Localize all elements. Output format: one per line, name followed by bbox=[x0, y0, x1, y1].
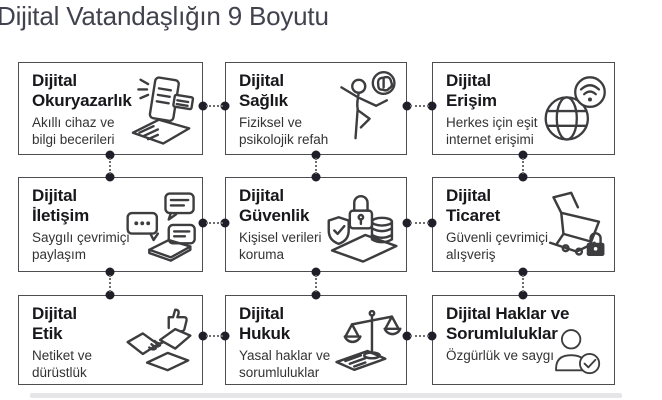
card-text: Dijital Erişim Herkes için eşit internet… bbox=[446, 71, 538, 148]
card-title: Dijital Sağlık bbox=[239, 71, 288, 110]
card-dijital-guvenlik: Dijital Güvenlik Kişisel verileri koruma bbox=[225, 177, 407, 272]
connector-dot bbox=[427, 331, 437, 341]
card-text: Dijital Okuryazarlık Akıllı cihaz ve bil… bbox=[32, 71, 132, 148]
card-dijital-okuryazarlik: Dijital Okuryazarlık Akıllı cihaz ve bil… bbox=[18, 62, 203, 155]
connector-dot bbox=[427, 101, 437, 111]
card-text: Dijital Güvenlik Kişisel verileri koruma bbox=[239, 186, 322, 263]
connector-line-h bbox=[410, 105, 429, 107]
shopping-cart-lock-icon bbox=[528, 184, 610, 266]
bottom-divider bbox=[30, 393, 622, 398]
shield-lock-database-icon bbox=[321, 184, 403, 266]
card-dijital-erisim: Dijital Erişim Herkes için eşit internet… bbox=[432, 62, 615, 155]
connector-line-v bbox=[522, 158, 524, 174]
card-title: Dijital Hukuk bbox=[239, 304, 290, 343]
handshake-thumbsup-icon bbox=[119, 301, 199, 381]
connector-dot bbox=[518, 267, 528, 277]
person-balance-brain-icon bbox=[322, 69, 402, 149]
connector-dot bbox=[311, 290, 321, 300]
connector-dot bbox=[105, 290, 115, 300]
connector-line-v bbox=[522, 275, 524, 292]
card-dijital-haklar-ve-sorumluluklar: Dijital Haklar ve Sorumluluklar Özgürlük… bbox=[432, 295, 615, 385]
connector-dot bbox=[198, 331, 208, 341]
connector-line-h bbox=[410, 335, 429, 337]
smartphone-documents-icon bbox=[120, 70, 200, 150]
connector-line-h bbox=[206, 222, 223, 224]
card-title: Dijital Okuryazarlık bbox=[32, 71, 132, 110]
card-text: Dijital Haklar ve Sorumluluklar Özgürlük… bbox=[446, 304, 569, 365]
connector-dot bbox=[518, 150, 528, 160]
connector-line-h bbox=[206, 335, 223, 337]
card-description: Güvenli çevrimiçi alışveriş bbox=[446, 230, 549, 262]
connector-dot bbox=[105, 150, 115, 160]
card-description: Fiziksel ve psikolojik refah bbox=[239, 115, 329, 147]
card-title: Dijital Haklar ve Sorumluluklar bbox=[446, 304, 570, 343]
connector-dot bbox=[311, 267, 321, 277]
card-title: Dijital Ticaret bbox=[446, 186, 501, 225]
card-description: Yasal haklar ve sorumluluklar bbox=[239, 348, 331, 380]
card-dijital-hukuk: Dijital Hukuk Yasal haklar ve sorumluluk… bbox=[225, 295, 407, 385]
card-title: Dijital Erişim bbox=[446, 71, 497, 110]
card-dijital-etik: Dijital Etik Netiket ve dürüstlük bbox=[18, 295, 203, 385]
connector-dot bbox=[220, 101, 230, 111]
card-text: Dijital Hukuk Yasal haklar ve sorumluluk… bbox=[239, 304, 330, 381]
card-text: Dijital Ticaret Güvenli çevrimiçi alışve… bbox=[446, 186, 548, 263]
connector-dot bbox=[198, 218, 208, 228]
justice-scales-icon bbox=[321, 300, 403, 382]
connector-dot bbox=[402, 331, 412, 341]
connector-dot bbox=[220, 218, 230, 228]
card-dijital-saglik: Dijital Sağlık Fiziksel ve psikolojik re… bbox=[225, 62, 407, 155]
card-title: Dijital İletişim bbox=[32, 186, 89, 225]
card-description: Saygılı çevrimiçi paylaşım bbox=[32, 230, 130, 262]
card-description: Netiket ve dürüstlük bbox=[32, 348, 93, 380]
card-dijital-ticaret: Dijital Ticaret Güvenli çevrimiçi alışve… bbox=[432, 177, 615, 272]
connector-dot bbox=[518, 290, 528, 300]
card-title: Dijital Güvenlik bbox=[239, 186, 310, 225]
connector-line-v bbox=[315, 158, 317, 174]
connector-dot bbox=[311, 172, 321, 182]
card-text: Dijital İletişim Saygılı çevrimiçi payla… bbox=[32, 186, 130, 263]
connector-dot bbox=[402, 218, 412, 228]
page-title: Dijital Vatandaşlığın 9 Boyutu bbox=[0, 1, 329, 31]
connector-line-v bbox=[109, 158, 111, 174]
card-description: Herkes için eşit internet erişimi bbox=[446, 115, 538, 147]
connector-dot bbox=[105, 267, 115, 277]
globe-wifi-icon bbox=[532, 71, 610, 149]
connector-dot bbox=[220, 331, 230, 341]
connector-dot bbox=[427, 218, 437, 228]
card-description: Akıllı cihaz ve bilgi becerileri bbox=[32, 115, 115, 147]
card-dijital-iletisim: Dijital İletişim Saygılı çevrimiçi payla… bbox=[18, 177, 203, 272]
connector-line-h bbox=[410, 222, 429, 224]
person-check-icon bbox=[546, 320, 608, 382]
card-description: Özgürlük ve saygı bbox=[446, 348, 555, 364]
connector-dot bbox=[311, 150, 321, 160]
connector-dot bbox=[402, 101, 412, 111]
chat-bubbles-icon bbox=[119, 186, 199, 266]
connector-dot bbox=[518, 172, 528, 182]
card-text: Dijital Sağlık Fiziksel ve psikolojik re… bbox=[239, 71, 328, 148]
card-text: Dijital Etik Netiket ve dürüstlük bbox=[32, 304, 92, 381]
connector-line-v bbox=[315, 275, 317, 292]
connector-line-h bbox=[206, 105, 223, 107]
card-title: Dijital Etik bbox=[32, 304, 77, 343]
connector-dot bbox=[105, 172, 115, 182]
connector-line-v bbox=[109, 275, 111, 292]
connector-dot bbox=[198, 101, 208, 111]
card-description: Kişisel verileri koruma bbox=[239, 230, 322, 262]
